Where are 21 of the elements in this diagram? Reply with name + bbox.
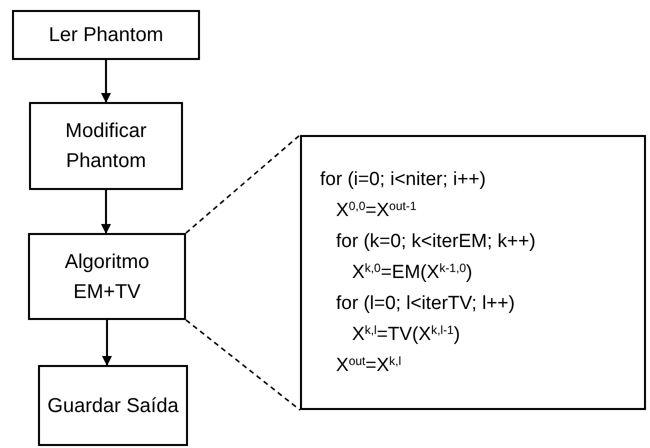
code-line: for (i=0; i<niter; i++)	[320, 168, 486, 192]
code-line: for (l=0; l<iterTV; l++)	[336, 292, 515, 316]
dashed-zoom-line	[186, 319, 300, 411]
process-box	[29, 102, 183, 190]
code-box	[300, 135, 646, 410]
arrow	[101, 190, 111, 234]
arrow	[102, 320, 112, 366]
process-box	[38, 365, 188, 446]
box-label: Modificar Phantom	[64, 119, 148, 174]
code-line: X$^{0,0}$=X$^{out-1}$	[336, 198, 417, 222]
box-label: Ler Phantom	[48, 23, 164, 48]
box-label: Guardar Saída	[46, 394, 180, 418]
dashed-zoom-line	[185, 134, 301, 234]
process-box	[28, 233, 186, 320]
arrow	[101, 60, 111, 103]
process-box	[12, 10, 200, 60]
code-line: X$^{k,l}$=TV(X$^{k,l-1}$)	[352, 322, 460, 346]
box-label: Algoritmo EM+TV	[64, 250, 150, 304]
code-line: for (k=0; k<iterEM; k++)	[336, 230, 536, 254]
code-line: X$^{out}$=X$^{k,l}$	[336, 352, 402, 378]
code-line: X$^{k,0}$=EM(X$^{k-1,0}$)	[352, 260, 472, 284]
